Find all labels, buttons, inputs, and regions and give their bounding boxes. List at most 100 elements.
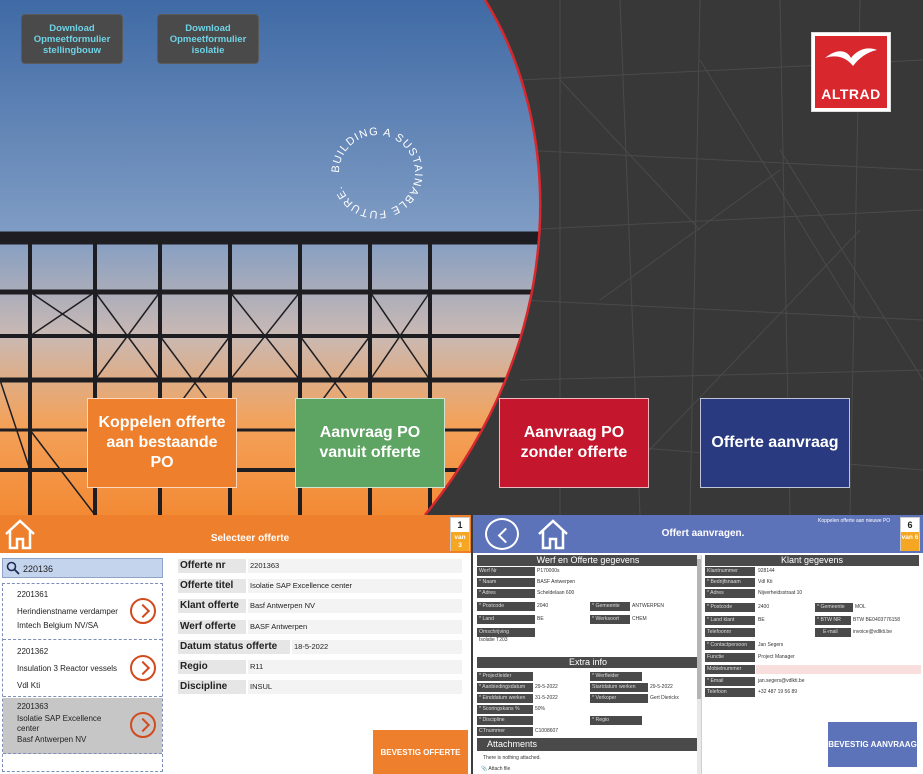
werf-nr-label: Werf Nr (477, 567, 535, 576)
email-value[interactable]: jan.segers@vdlkti.be (758, 678, 805, 684)
aanvraag-po-vanuit-offerte-tile[interactable]: Aanvraag PO vanuit offerte (295, 398, 445, 488)
offerte-titel-value: Isolatie SAP Excellence center (248, 579, 462, 593)
page-subtitle: Koppelen offerte aan nieuwe PO (818, 518, 891, 524)
regio-label: Regio (178, 660, 246, 674)
email-klant-label: E-mail (815, 628, 851, 637)
ctnummer-label: CTnummer (477, 727, 533, 736)
mobielnummer-input[interactable] (756, 665, 921, 674)
werf-nr-value: P170000s (537, 568, 560, 574)
step-number: 1 (457, 520, 463, 530)
bedrijfsnaam-value: Vdl Kti (758, 579, 773, 585)
projectleider-label: * Projectleider (477, 672, 533, 681)
search-icon (6, 561, 20, 575)
werfleider-value[interactable] (642, 672, 694, 681)
klant-postcode-value: 2400 (758, 604, 770, 610)
werf-gemeente-value: ANTWERPEN (632, 603, 664, 609)
klant-postcode-label: * Postcode (705, 603, 755, 612)
telefoonnr-value (756, 628, 812, 637)
search-box[interactable] (2, 558, 163, 578)
klant-land-label: * Land klant (705, 616, 755, 625)
extra-discipline-value[interactable] (533, 716, 587, 725)
back-arrow-icon[interactable] (485, 518, 519, 550)
klant-land-value: BE (758, 617, 765, 623)
scoringskans-label: * Scoringskans % (477, 705, 533, 714)
altrad-logo: ALTRAD (811, 32, 891, 112)
functie-value[interactable]: Project Manager (758, 654, 795, 660)
offert-aanvragen-header: Offert aanvragen. Koppelen offerte aan n… (473, 515, 923, 553)
scrollbar[interactable] (697, 555, 701, 774)
step-number: 6 (907, 520, 913, 530)
scrollbar-thumb[interactable] (697, 559, 701, 699)
extra-discipline-label: * Discipline (477, 716, 533, 725)
verkoper-value[interactable]: Gert Dierickx (650, 695, 679, 701)
aanvraag-po-zonder-offerte-tile[interactable]: Aanvraag PO zonder offerte (499, 398, 649, 488)
offerte-aanvraag-tile[interactable]: Offerte aanvraag (700, 398, 850, 488)
offerte-number: 2201363 (17, 702, 49, 711)
bevestig-offerte-button[interactable]: BEVESTIG OFFERTE (373, 730, 468, 774)
list-item-selected[interactable]: 2201363 Isolatie SAP Excellence center B… (3, 698, 162, 754)
telefoon-value[interactable]: +32 487 19 56 89 (758, 689, 798, 695)
download-isolatie-button[interactable]: Download Opmeetformulier isolatie (157, 14, 259, 64)
offerte-client: Imtech Belgium NV/SA (17, 621, 99, 630)
page-title: Offert aanvragen. (661, 528, 745, 539)
klant-adres-value: Nijverheidsstraat 10 (758, 590, 803, 596)
search-input[interactable] (23, 561, 159, 576)
chevron-right-icon[interactable] (130, 712, 156, 738)
step-total: van 6 (901, 532, 919, 551)
projectleider-value[interactable] (533, 672, 587, 681)
startdatum-value[interactable]: 29-5-2022 (650, 684, 673, 690)
slogan-text: BUILDING A SUSTAINABLE FUTURE. (330, 126, 424, 220)
download-stellingbouw-button[interactable]: Download Opmeetformulier stellingbouw (21, 14, 123, 64)
page-title: Selecteer offerte (210, 533, 290, 544)
home-icon[interactable] (2, 517, 38, 551)
offerte-client: Basf Antwerpen NV (17, 735, 87, 744)
aanbiedingsdatum-value[interactable]: 29-5-2022 (535, 684, 558, 690)
chevron-right-icon[interactable] (130, 598, 156, 624)
ctnummer-value[interactable]: C1008607 (535, 728, 559, 734)
extra-info-header: Extra info (477, 657, 699, 668)
bevestig-aanvraag-button[interactable]: BEVESTIG AANVRAAG (828, 722, 917, 767)
hero-banner: Download Opmeetformulier stellingbouw Do… (0, 0, 923, 515)
regio-value: R11 (248, 660, 462, 674)
offerte-number: 2201362 (17, 647, 49, 656)
werf-gemeente-label: * Gemeente (590, 602, 630, 611)
extra-regio-label: * Regio (590, 716, 642, 725)
werf-adres-label: * Adres (477, 589, 535, 598)
klantnummer-value: 928144 (758, 568, 775, 574)
attachments-header: Attachments (477, 738, 697, 751)
klant-section-header: Klant gegevens (705, 555, 919, 566)
werf-postcode-label: * Postcode (477, 602, 535, 611)
attach-file-link[interactable]: 📎 Attach file (481, 766, 511, 772)
telefoonnr-label: Telefoonnr (705, 628, 755, 637)
klant-gemeente-label: * Gemeente (815, 603, 853, 612)
werf-section-header: Werf en Offerte gegevens (477, 555, 699, 566)
koppelen-offerte-tile[interactable]: Koppelen offerte aan bestaande PO (87, 398, 237, 488)
offerte-titel-label: Offerte titel (178, 579, 246, 593)
offerte-number: 2201361 (17, 590, 49, 599)
functie-label: Functie (705, 653, 755, 662)
list-item[interactable]: 2201362 Insulation 3 Reactor vessels Vdl… (3, 641, 162, 697)
aanbiedingsdatum-label: * Aanbiedingsdatum (477, 683, 533, 692)
scaffolding-photo (0, 0, 542, 515)
chevron-right-icon[interactable] (130, 655, 156, 681)
list-item[interactable]: 2201361 Herindienstname verdamper Imtech… (3, 584, 162, 640)
startdatum-label: Startdatum werken (590, 683, 648, 692)
einddatum-value[interactable]: 31-5-2022 (535, 695, 558, 701)
offerte-nr-label: Offerte nr (178, 559, 246, 573)
btw-label: * BTW NR (815, 616, 851, 625)
werf-naam-value: BASF Antwerpen (537, 579, 576, 585)
home-icon[interactable] (535, 517, 571, 551)
werf-land-value: BE (537, 616, 544, 622)
extra-regio-value[interactable] (642, 716, 694, 725)
contactpersoon-value[interactable]: Jan Segers (758, 642, 784, 648)
offerte-nr-value: 2201363 (248, 559, 462, 573)
werf-adres-value: Scheldelaan 600 (537, 590, 575, 596)
logo-text: ALTRAD (821, 86, 881, 102)
btw-value: BTW BE0403776158 (853, 617, 900, 623)
scoringskans-value[interactable]: 50% (535, 706, 546, 712)
slogan-circle: BUILDING A SUSTAINABLE FUTURE. (330, 126, 424, 220)
step-counter: 6 van 6 (900, 517, 920, 551)
